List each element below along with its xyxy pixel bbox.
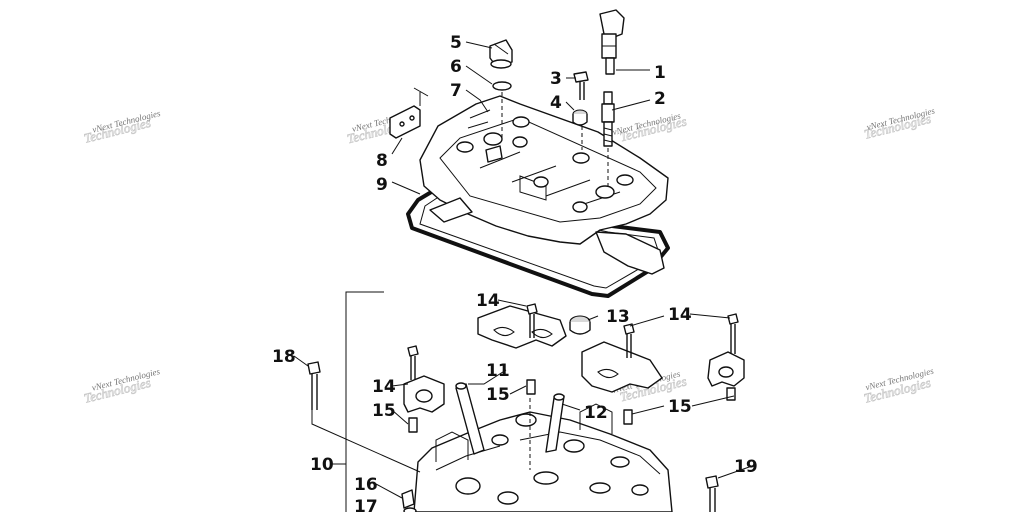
callout-label: 16 bbox=[354, 475, 378, 495]
cap-bolt bbox=[526, 303, 538, 338]
cap-bolt bbox=[623, 323, 635, 358]
o-ring bbox=[492, 81, 512, 91]
camshaft-cap bbox=[403, 375, 445, 413]
leader-lines bbox=[293, 41, 753, 512]
plug-seal bbox=[569, 315, 591, 335]
callout-label: 13 bbox=[606, 307, 630, 327]
cylinder-head bbox=[413, 403, 673, 512]
dowel-pin bbox=[408, 417, 418, 433]
dowel-pin bbox=[726, 387, 736, 401]
cap-bolt bbox=[727, 313, 739, 354]
spark-plug-tube bbox=[455, 382, 485, 455]
callout-label: 14 bbox=[668, 305, 692, 325]
head-bolt bbox=[307, 361, 321, 410]
callout-label: 1 bbox=[654, 63, 666, 83]
spark-plug-tube bbox=[545, 393, 565, 453]
callout-label: 14 bbox=[476, 291, 500, 311]
cover-bolt bbox=[573, 71, 589, 100]
callout-label: 8 bbox=[376, 151, 388, 171]
cap-bolt bbox=[407, 345, 419, 380]
dowel-pin bbox=[623, 409, 633, 425]
watermark-group: Technologies vNext Technologies bbox=[82, 366, 161, 406]
oil-filler-cap bbox=[489, 39, 513, 69]
callout-label: 19 bbox=[734, 457, 758, 477]
callout-label: 12 bbox=[584, 403, 608, 423]
callout-label: 7 bbox=[450, 81, 462, 101]
callout-label: 10 bbox=[310, 455, 334, 475]
valve-cover bbox=[419, 95, 669, 275]
callout-label: 15 bbox=[668, 397, 692, 417]
callout-label: 14 bbox=[372, 377, 396, 397]
callout-label: 6 bbox=[450, 57, 462, 77]
watermark-group: Technologies vNext Technologies bbox=[611, 110, 688, 144]
spark-plug bbox=[601, 91, 615, 147]
watermark-group: Technologies vNext Technologies bbox=[82, 108, 162, 146]
callout-label: 17 bbox=[354, 497, 378, 512]
callout-label: 18 bbox=[272, 347, 296, 367]
callout-label: 15 bbox=[486, 385, 510, 405]
callout-label: 9 bbox=[376, 175, 388, 195]
callout-label: 3 bbox=[550, 69, 562, 89]
callout-label: 15 bbox=[372, 401, 396, 421]
watermark-group: Technologies vNext Technologies bbox=[862, 105, 936, 142]
camshaft-cap bbox=[707, 351, 745, 387]
callout-label: 11 bbox=[486, 361, 510, 381]
grommet bbox=[572, 109, 588, 126]
camshaft-cap bbox=[581, 341, 663, 393]
head-bolt bbox=[705, 475, 719, 512]
callout-label: 5 bbox=[450, 33, 462, 53]
small-bolt bbox=[401, 489, 417, 512]
bracket-part bbox=[389, 87, 429, 139]
dowel-pin bbox=[526, 379, 536, 395]
callout-label: 2 bbox=[654, 89, 666, 109]
watermark-group: Technologies vNext Technologies bbox=[862, 366, 935, 407]
callout-label: 4 bbox=[550, 93, 562, 113]
camshaft-cap bbox=[477, 305, 567, 349]
ignition-coil bbox=[599, 9, 625, 75]
